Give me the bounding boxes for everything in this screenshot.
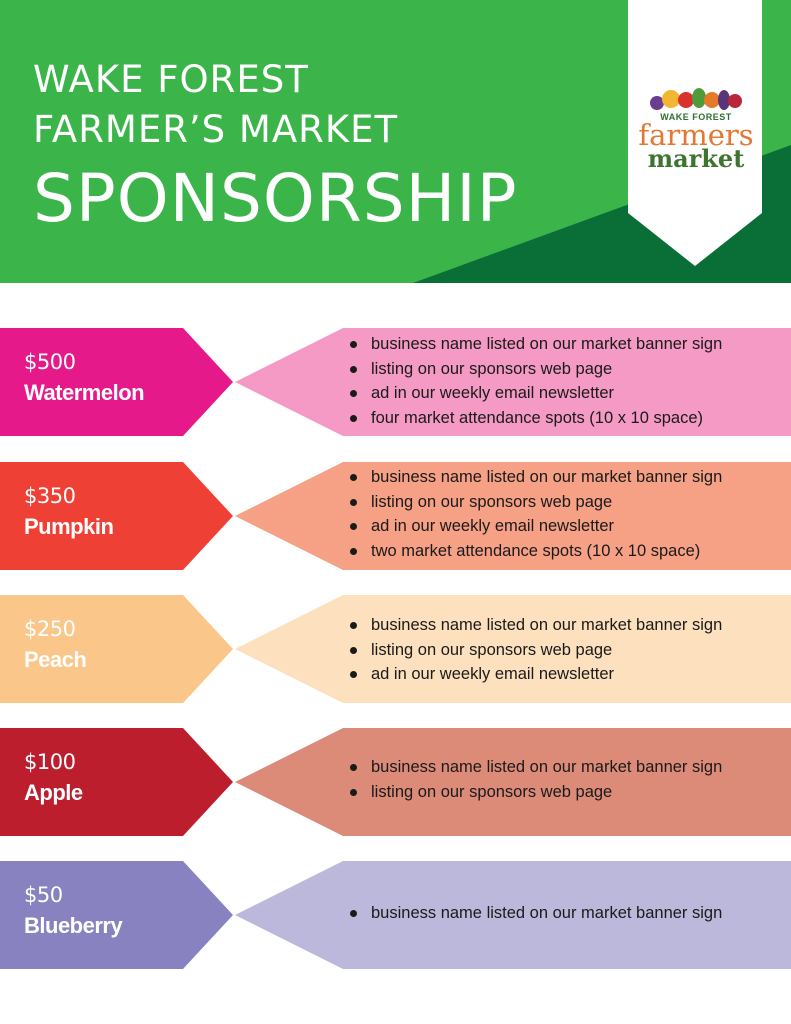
tier-arrows bbox=[0, 462, 791, 570]
title-sponsorship: SPONSORSHIP bbox=[33, 160, 518, 237]
logo-farmers-text: farmers bbox=[638, 118, 754, 152]
tier-name: Blueberry bbox=[24, 913, 123, 938]
tier-amount: $50 bbox=[24, 883, 63, 907]
tier-name: Peach bbox=[24, 647, 87, 672]
benefit-item: business name listed on our market banne… bbox=[349, 613, 722, 638]
benefit-item: business name listed on our market banne… bbox=[349, 755, 722, 780]
tier-pumpkin: $350 Pumpkin business name listed on our… bbox=[0, 462, 791, 570]
tier-watermelon: $500 Watermelon business name listed on … bbox=[0, 328, 791, 436]
tier-amount: $100 bbox=[24, 750, 76, 774]
logo-market-text: market bbox=[647, 144, 745, 173]
benefit-item: four market attendance spots (10 x 10 sp… bbox=[349, 406, 722, 431]
tier-blueberry: $50 Blueberry business name listed on ou… bbox=[0, 861, 791, 969]
benefit-item: business name listed on our market banne… bbox=[349, 465, 722, 490]
header-banner: WAKE FOREST FARMER’S MARKET SPONSORSHIP … bbox=[0, 0, 791, 283]
tier-name: Watermelon bbox=[24, 380, 145, 405]
tier-apple: $100 Apple business name listed on our m… bbox=[0, 728, 791, 836]
farmers-market-logo: WAKE FOREST farmers market bbox=[636, 82, 756, 174]
logo-small-text: WAKE FOREST bbox=[660, 112, 732, 122]
benefits-list: business name listed on our market banne… bbox=[349, 465, 722, 563]
title-line-2: FARMER’S MARKET bbox=[33, 108, 399, 151]
benefits-list: business name listed on our market banne… bbox=[349, 332, 722, 430]
benefit-item: ad in our weekly email newsletter bbox=[349, 662, 722, 687]
benefit-item: listing on our sponsors web page bbox=[349, 490, 722, 515]
logo-ribbon bbox=[628, 0, 762, 266]
benefits-list: business name listed on our market banne… bbox=[349, 755, 722, 804]
benefits-list: business name listed on our market banne… bbox=[349, 613, 722, 687]
benefit-item: business name listed on our market banne… bbox=[349, 332, 722, 357]
benefit-item: ad in our weekly email newsletter bbox=[349, 514, 722, 539]
benefits-list: business name listed on our market banne… bbox=[349, 901, 722, 926]
benefit-item: ad in our weekly email newsletter bbox=[349, 381, 722, 406]
benefit-item: business name listed on our market banne… bbox=[349, 901, 722, 926]
tier-arrows bbox=[0, 595, 791, 703]
tier-arrows bbox=[0, 728, 791, 836]
tier-amount: $350 bbox=[24, 484, 76, 508]
tier-name: Apple bbox=[24, 780, 83, 805]
benefit-item: listing on our sponsors web page bbox=[349, 638, 722, 663]
tier-amount: $500 bbox=[24, 350, 76, 374]
tier-peach: $250 Peach business name listed on our m… bbox=[0, 595, 791, 703]
tier-arrows bbox=[0, 328, 791, 436]
benefit-item: listing on our sponsors web page bbox=[349, 780, 722, 805]
title-line-1: WAKE FOREST bbox=[33, 58, 309, 101]
benefit-item: two market attendance spots (10 x 10 spa… bbox=[349, 539, 722, 564]
benefit-item: listing on our sponsors web page bbox=[349, 357, 722, 382]
tier-arrows bbox=[0, 861, 791, 969]
tier-name: Pumpkin bbox=[24, 514, 114, 539]
tier-amount: $250 bbox=[24, 617, 76, 641]
